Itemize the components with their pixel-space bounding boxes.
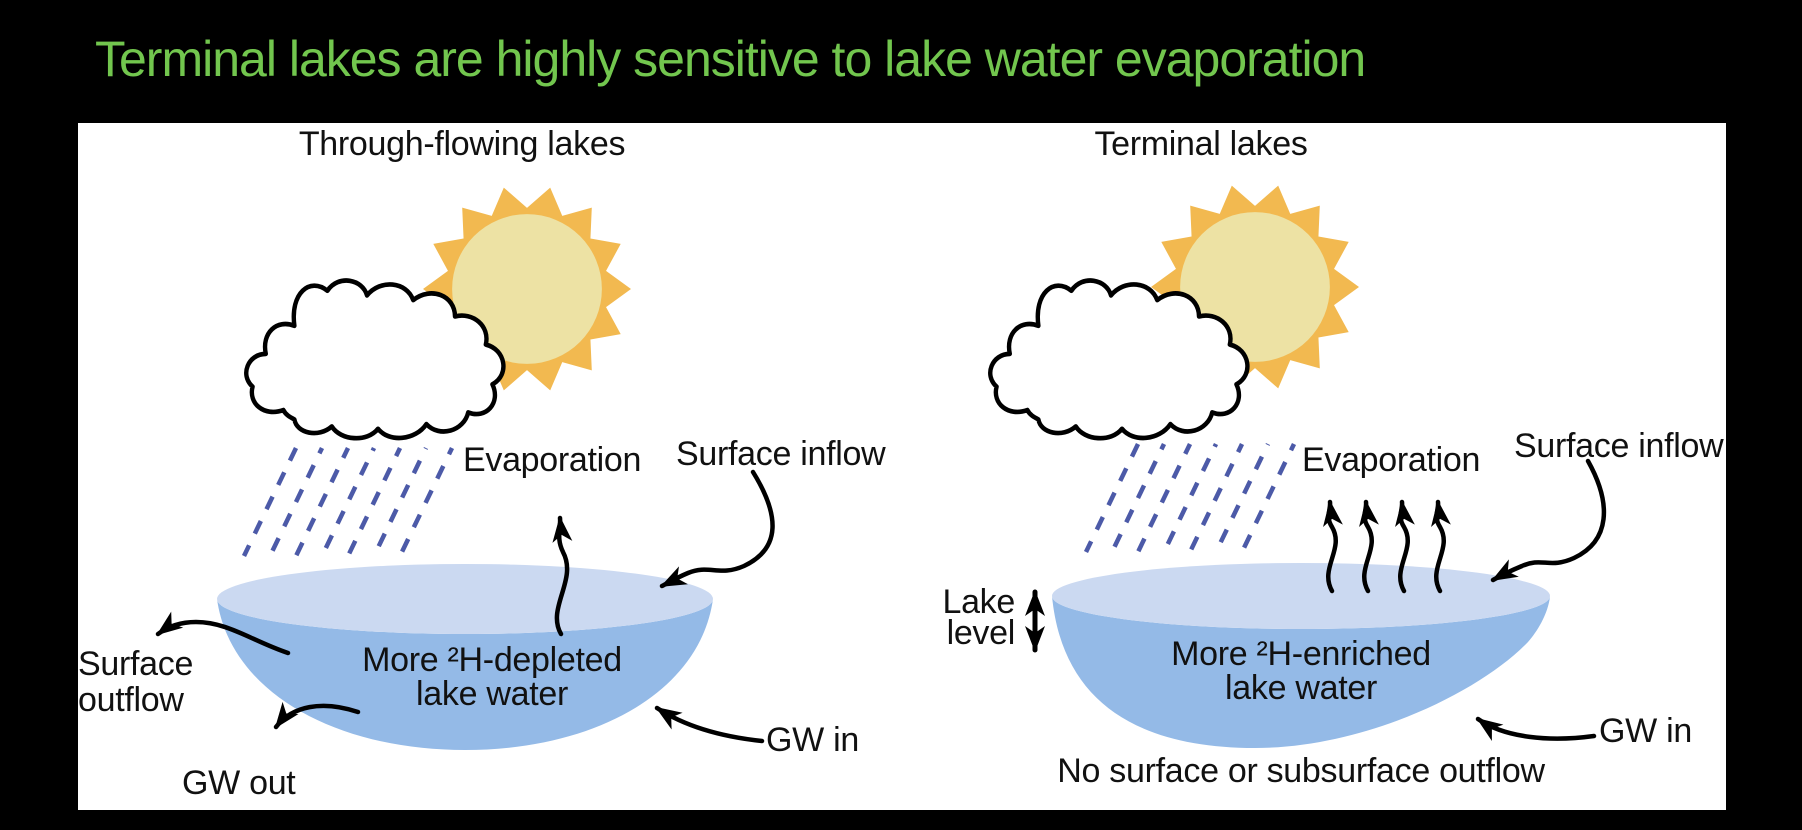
gw-out-label: GW out [182, 764, 296, 802]
surface-inflow-label-right: Surface inflow [1514, 427, 1724, 465]
surface-inflow-label-left: Surface inflow [676, 435, 886, 473]
lake-left [217, 564, 713, 750]
surface-outflow-line1: Surface [78, 645, 194, 683]
gw-out-arrow [273, 701, 361, 730]
surface-outflow-line2: outflow [78, 681, 184, 719]
surface-inflow-arrow-right [1490, 458, 1607, 583]
gw-in-arrow-left [654, 705, 765, 744]
lake-water-label-left: More ²H-depleted lake water [342, 643, 642, 711]
evaporation-label-right: Evaporation [1302, 441, 1481, 479]
header-terminal-lakes: Terminal lakes [1094, 125, 1308, 163]
lake-water-line2: lake water [416, 675, 568, 713]
evaporation-arrow [1323, 499, 1343, 594]
lake-level-line1: Lake [942, 583, 1015, 621]
evaporation-arrow [1359, 499, 1379, 594]
surface-outflow-arrow [155, 611, 291, 656]
evaporation-arrow-left [552, 515, 573, 637]
evaporation-arrow [1431, 499, 1451, 594]
surface-outflow-label: Surface outflow [78, 646, 193, 718]
rain-icon [241, 447, 455, 557]
evaporation-label-left: Evaporation [463, 441, 642, 479]
lake-water-label-right: More ²H-enriched lake water [1151, 637, 1451, 705]
lake-level-line2: level [946, 614, 1016, 652]
lake-water-line1: More ²H-depleted [362, 641, 622, 679]
lake-water-line2: lake water [1225, 669, 1377, 707]
lake-right [1052, 563, 1550, 748]
rain-cloud-icon [988, 278, 1250, 441]
surface-inflow-arrow-left [659, 469, 775, 589]
lake-water-line1: More ²H-enriched [1171, 635, 1431, 673]
rain-icon [1083, 443, 1297, 553]
slide-title: Terminal lakes are highly sensitive to l… [95, 31, 1366, 87]
evaporation-arrow [1395, 499, 1415, 594]
gw-in-arrow-right [1475, 716, 1597, 741]
header-through-flowing-lakes: Through-flowing lakes [298, 125, 626, 163]
gw-in-label-left: GW in [766, 721, 859, 759]
lake-level-label: Lake level [913, 583, 1016, 652]
gw-in-label-right: GW in [1599, 712, 1692, 750]
rain-cloud-icon [244, 278, 506, 441]
no-outflow-label: No surface or subsurface outflow [1057, 752, 1545, 790]
